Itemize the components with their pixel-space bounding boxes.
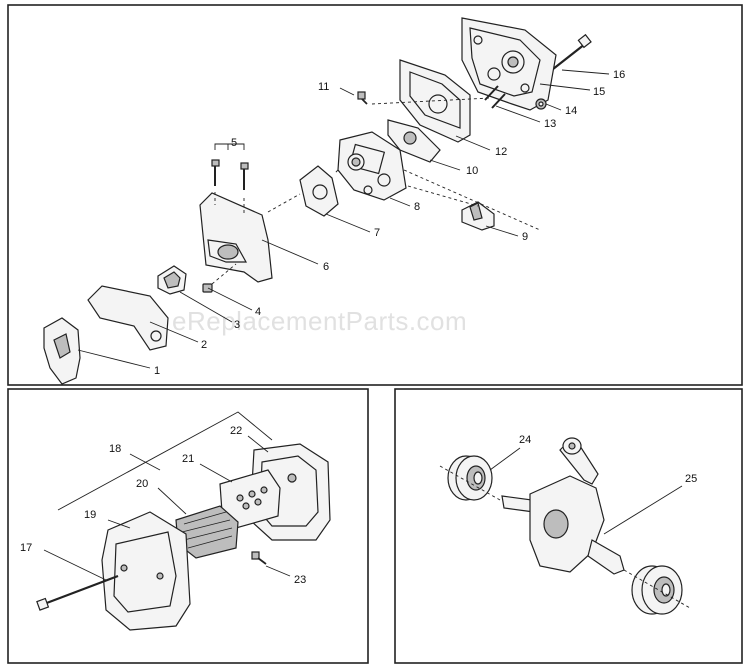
label-17: 17	[20, 542, 32, 554]
part-10-gasket	[387, 119, 441, 163]
label-13: 13	[544, 118, 556, 130]
label-24: 24	[519, 434, 531, 446]
part-1-cover	[43, 317, 81, 385]
label-23: 23	[294, 574, 306, 586]
part-24-bearing	[447, 455, 493, 501]
part-5-screws	[211, 159, 249, 190]
label-1: 1	[154, 365, 160, 377]
part-25-crankshaft	[501, 437, 625, 575]
part-9-clip	[461, 201, 495, 231]
label-10: 10	[466, 165, 478, 177]
label-8: 8	[414, 201, 420, 213]
label-18: 18	[109, 443, 121, 455]
part-14-nut	[535, 98, 547, 110]
label-3: 3	[234, 319, 240, 331]
part-8-carburetor	[337, 131, 407, 201]
part-13-studs	[484, 85, 506, 109]
label-11: 11	[318, 81, 329, 93]
label-19: 19	[84, 509, 96, 521]
label-7: 7	[374, 227, 380, 239]
label-15: 15	[593, 86, 605, 98]
label-6: 6	[323, 261, 329, 273]
label-12: 12	[495, 146, 507, 158]
label-20: 20	[136, 478, 148, 490]
part-17-bolt	[36, 574, 119, 611]
top-dashed-lines	[211, 97, 541, 285]
label-25: 25	[685, 473, 697, 485]
part-3-boot	[157, 265, 187, 295]
watermark-text: eReplacementParts.com	[172, 306, 467, 336]
label-5: 5	[231, 137, 237, 149]
label-9: 9	[522, 231, 528, 243]
label-22: 22	[230, 425, 242, 437]
part-6-manifold	[199, 192, 273, 283]
part-12-plate	[399, 59, 471, 143]
label-21: 21	[182, 453, 194, 465]
label-16: 16	[613, 69, 625, 81]
label-2: 2	[201, 339, 207, 351]
part-2-bracket	[87, 285, 169, 351]
part-23-screw	[251, 551, 267, 565]
part-7-gasket	[299, 165, 339, 217]
label-14: 14	[565, 105, 577, 117]
part-19-filter-cover	[101, 511, 191, 631]
bottom-right-leaders	[439, 447, 691, 609]
part-4-fitting	[202, 283, 213, 293]
part-25-bearing	[631, 565, 683, 615]
part-11-screw	[357, 91, 368, 105]
part-15-housing	[461, 17, 557, 111]
label-4: 4	[255, 306, 261, 318]
bottom-left-leaders	[43, 411, 291, 581]
top-leader-lines	[77, 69, 610, 369]
